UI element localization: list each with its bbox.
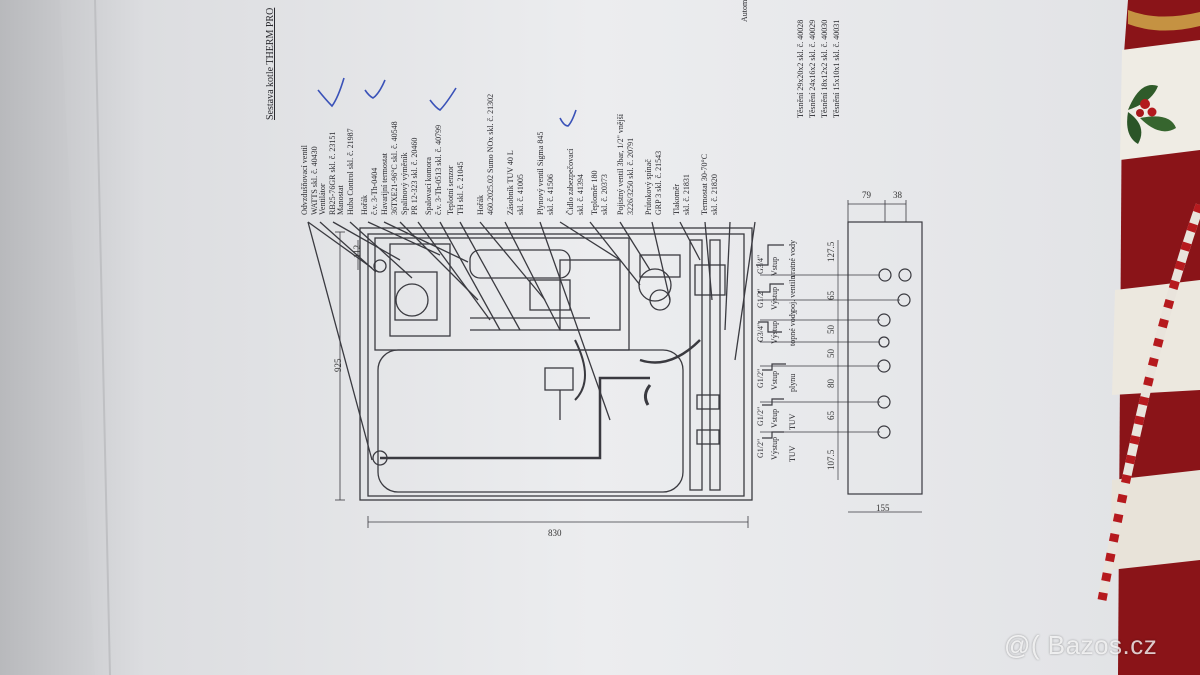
document-top-fragment: Autom bbox=[740, 0, 749, 22]
dimension-width: 830 bbox=[548, 528, 562, 538]
handwritten-check-marks bbox=[317, 77, 577, 127]
part-code-17: skl. č. 21820 bbox=[710, 174, 719, 215]
part-code-6: PR 12-323 skl. č. 20460 bbox=[410, 137, 419, 215]
part-name-7: Spalovací komora bbox=[424, 157, 433, 215]
bazos-watermark: @( Bazos.cz bbox=[1004, 630, 1158, 660]
part-name-12: Čidlo zabezpečovací bbox=[566, 148, 575, 215]
connection-size-6: G1/2" bbox=[756, 438, 765, 458]
connection-sub-1: vratné vody bbox=[788, 240, 797, 278]
part-name-14: Pojistný ventil 3bar, 1/2" vnější bbox=[616, 114, 625, 215]
connection-label-3: Výstup bbox=[770, 320, 779, 344]
part-code-14: 3226/3250 skl. č. 20791 bbox=[626, 137, 635, 215]
part-name-1: Odvzdušňovací ventil bbox=[300, 145, 309, 215]
part-code-8: TH skl. č. 21045 bbox=[456, 161, 465, 215]
dimension-height: 925 bbox=[333, 358, 343, 373]
part-name-6: Spalinový výměník bbox=[400, 152, 409, 215]
part-name-16: Tlakoměr bbox=[672, 183, 681, 215]
connection-label-4: Vstup bbox=[770, 370, 779, 390]
dimension-side-b: 38 bbox=[893, 190, 902, 200]
connection-label-5: Vstup bbox=[770, 408, 779, 428]
part-name-5: Havarijní termostat bbox=[380, 153, 389, 215]
part-code-9: 460.2025.02 Sumo NOx skl. č. 21302 bbox=[486, 93, 495, 215]
part-name-11: Plynový ventil Sigma 845 bbox=[536, 131, 545, 215]
gasket-row-2: Těsnění 24x16x2 skl. č. 40029 bbox=[808, 19, 817, 118]
part-code-4: č.v. 3-Th-0404 bbox=[370, 167, 379, 215]
part-code-16: skl. č. 21831 bbox=[682, 174, 691, 215]
heat-exchanger-block bbox=[374, 237, 630, 351]
part-code-3: Huba Control skl. č. 21987 bbox=[346, 128, 355, 215]
connection-sub-2: poj. ventilu bbox=[788, 275, 797, 312]
connection-sub-3: topné vody bbox=[788, 310, 797, 346]
dimension-spacing-6: 65 bbox=[826, 411, 836, 420]
part-name-9: Hořák bbox=[476, 195, 485, 215]
storage-tank-outline bbox=[377, 349, 684, 493]
part-code-12: skl. č. 41394 bbox=[576, 174, 585, 215]
holly-decoration-icon bbox=[1127, 85, 1176, 144]
part-code-13: skl. č. 20373 bbox=[600, 174, 609, 215]
part-name-2: Ventilátor bbox=[318, 183, 327, 215]
dimension-side-a: 79 bbox=[862, 190, 871, 200]
part-name-8: Teplotní senzor bbox=[446, 165, 455, 215]
part-code-10: skl. č. 41005 bbox=[516, 174, 525, 215]
boiler-frame-outline bbox=[359, 227, 753, 501]
part-code-11: skl. č. 41506 bbox=[546, 174, 555, 215]
dimension-spacing-2: 65 bbox=[826, 291, 836, 300]
connection-size-5: G1/2" bbox=[756, 406, 765, 426]
part-code-7: č.v. 3-Th-0513 skl. č. 40799 bbox=[434, 124, 443, 215]
connection-size-1: G3/4" bbox=[756, 254, 765, 274]
dimension-spacing-7: 107.5 bbox=[826, 449, 836, 470]
part-name-10: Zásobník TUV 40 L bbox=[506, 150, 515, 215]
connection-label-6: Výstup bbox=[770, 436, 779, 460]
connection-sub-4: plynu bbox=[788, 373, 797, 392]
connection-size-4: G1/2" bbox=[756, 368, 765, 388]
connection-size-3: G3/4" bbox=[756, 322, 765, 342]
dimension-top-offset: 112 bbox=[352, 244, 362, 258]
part-name-17: Termostat 30-70°C bbox=[700, 153, 709, 215]
dimension-depth: 155 bbox=[876, 503, 890, 513]
dimension-spacing-5: 80 bbox=[826, 379, 836, 388]
connection-side-view bbox=[847, 221, 923, 495]
connection-size-2: G1/2" bbox=[756, 288, 765, 308]
connection-label-1: Vstup bbox=[770, 256, 779, 276]
gasket-row-4: Těsnění 15x10x1 skl. č. 40031 bbox=[832, 19, 841, 118]
dimension-spacing-3: 50 bbox=[826, 325, 836, 334]
connection-label-2: Výstup bbox=[770, 286, 779, 310]
connection-sub-6: TUV bbox=[788, 445, 797, 462]
part-name-13: Teploměr 180 bbox=[590, 170, 599, 215]
gasket-row-3: Těsnění 18x12x2 skl. č. 40030 bbox=[820, 19, 829, 118]
part-code-15: GRP 3 skl. č. 21543 bbox=[654, 150, 663, 215]
part-code-5: 36TXE21-96°C skl. č. 40548 bbox=[390, 121, 399, 215]
dimension-spacing-4: 50 bbox=[826, 349, 836, 358]
gasket-row-1: Těsnění 29x20x2 skl. č. 40028 bbox=[796, 19, 805, 118]
part-name-3: Manostat bbox=[336, 185, 345, 215]
part-name-15: Průtokový spínač bbox=[644, 159, 653, 215]
part-name-4: Hořák bbox=[360, 195, 369, 215]
document-title: Sestava kotle THERM PRO bbox=[265, 7, 276, 120]
connection-sub-5: TUV bbox=[788, 413, 797, 430]
dimension-spacing-1: 127.5 bbox=[826, 241, 836, 262]
